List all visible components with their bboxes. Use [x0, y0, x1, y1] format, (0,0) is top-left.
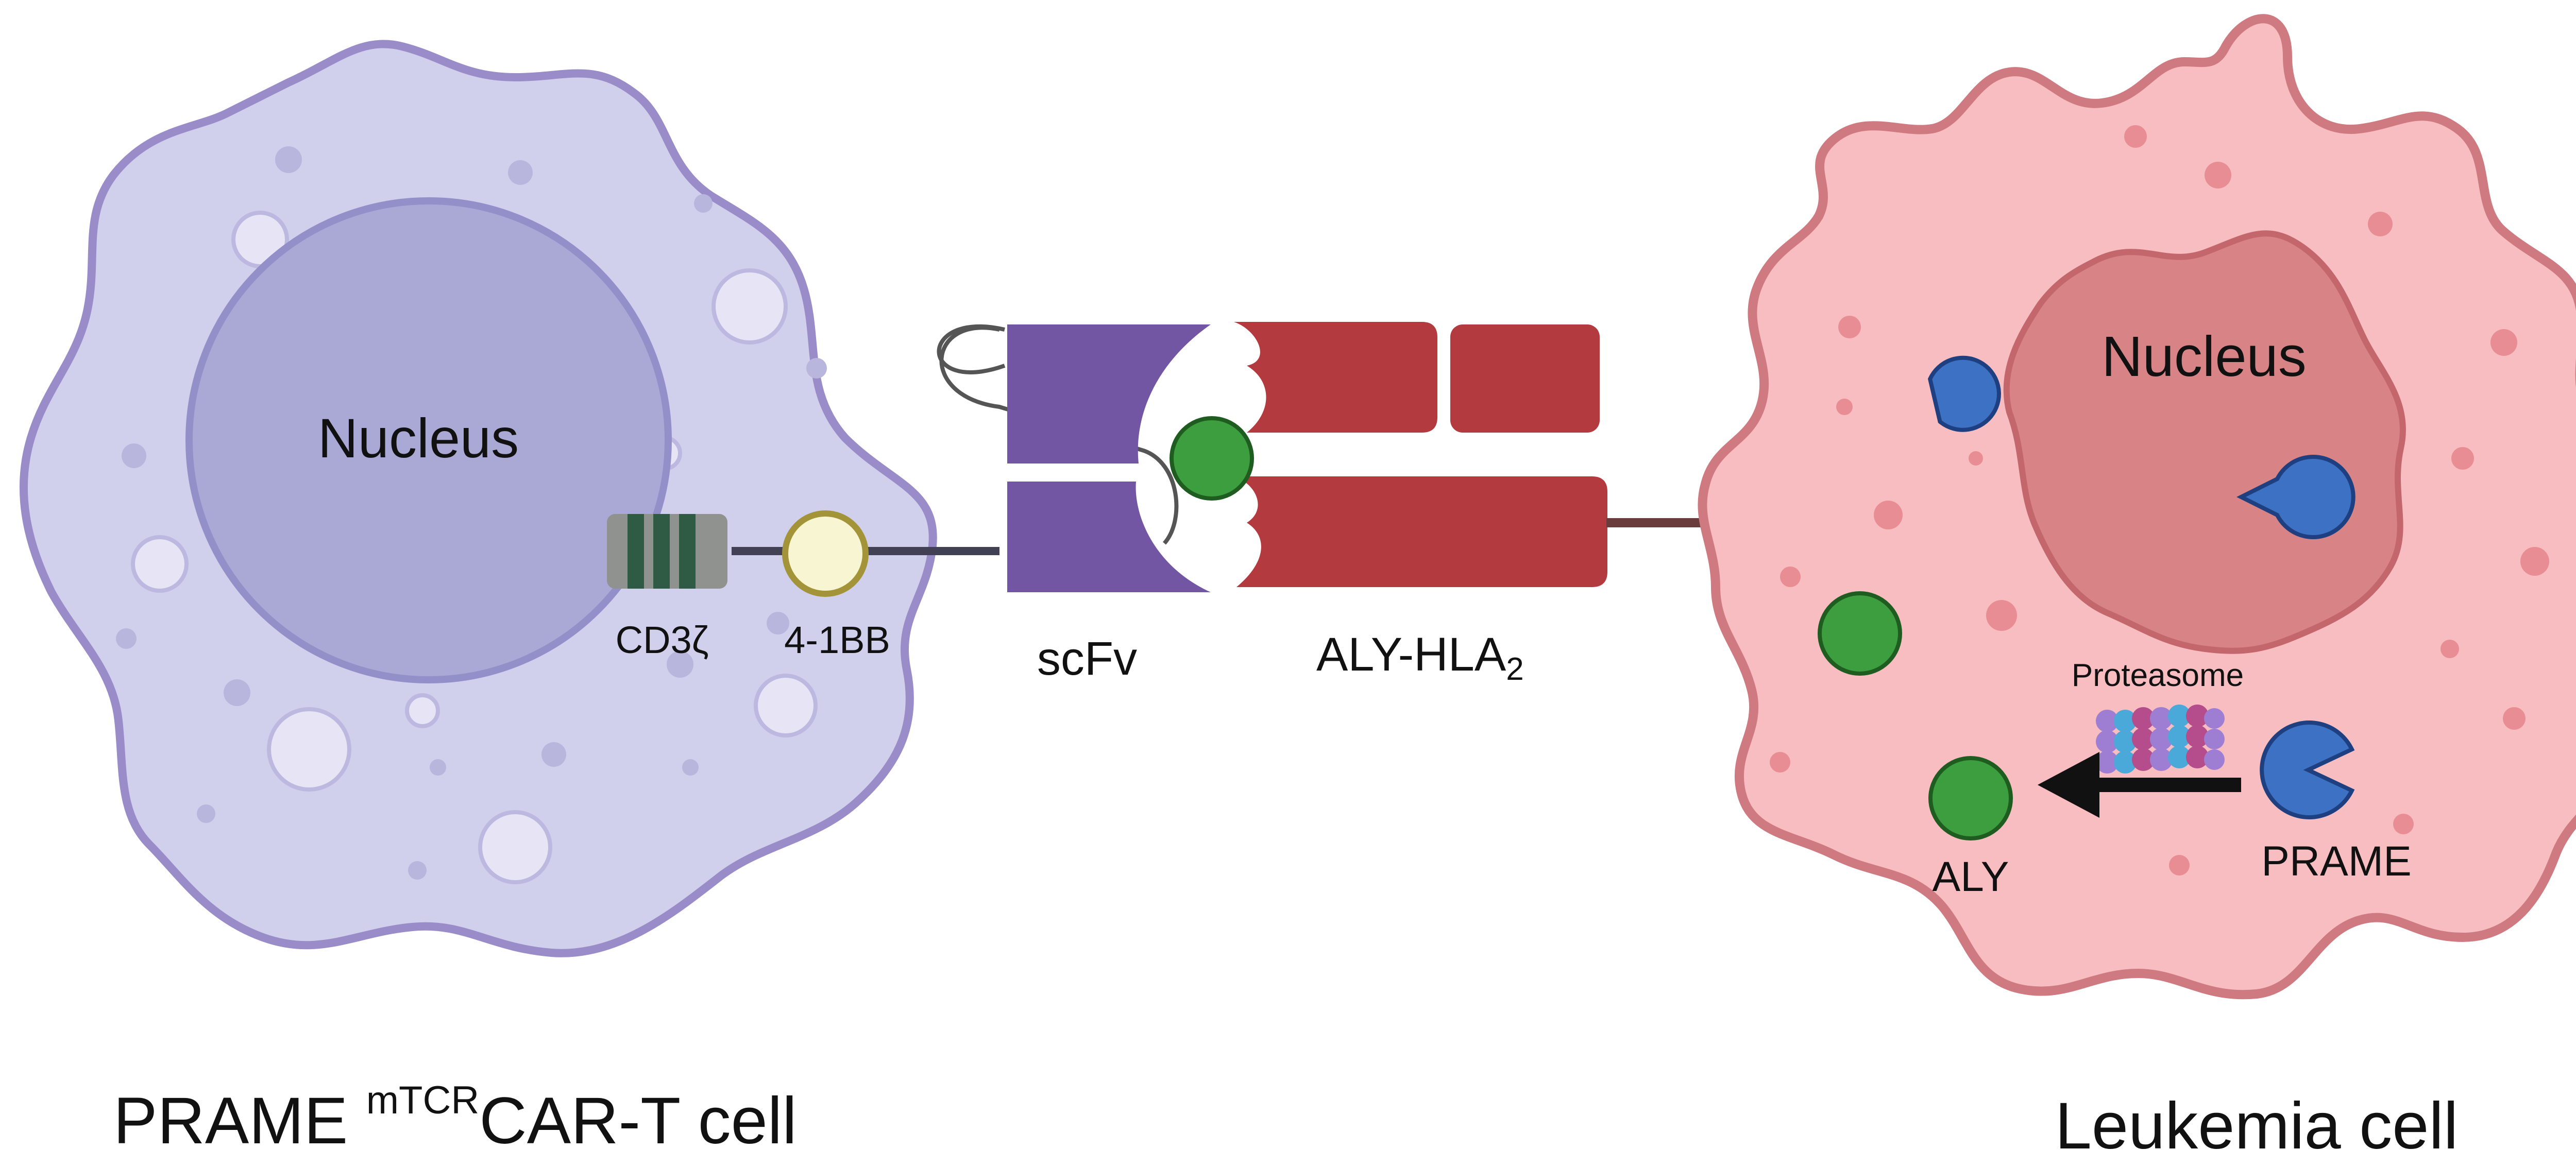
scfv: scFv [937, 324, 1211, 685]
prame-label: PRAME [2261, 838, 2412, 885]
hla-beta2m-domain [1450, 324, 1600, 433]
scfv-linker [937, 324, 1006, 374]
scfv-label: scFv [1037, 632, 1137, 685]
aly-peptide-processed [1928, 756, 2013, 840]
leukemia-nucleus-label: Nucleus [2102, 325, 2306, 388]
cd3z-domain [607, 514, 727, 589]
hla-alpha3-domain [1234, 476, 1607, 587]
leukemia-cell: Nucleus Proteasome ALY PRAME Leukemia ce… [1698, 14, 2576, 1163]
leukemia-granules [1770, 125, 2549, 876]
aly-label: ALY [1933, 853, 2009, 900]
4-1bb-label: 4-1BB [784, 619, 890, 661]
cd3z-label: CD3ζ [616, 619, 709, 661]
leukemia-cell-caption: Leukemia cell [2055, 1089, 2459, 1163]
aly-hla-label: ALY-HLA2 [1316, 628, 1524, 687]
prame-icon-left [1927, 355, 2001, 432]
prame-icon-cytoplasm [2260, 720, 2355, 819]
t-cell-granules [116, 146, 827, 880]
t-cell-nucleus [185, 197, 672, 683]
prame-icon-nucleus [2236, 455, 2355, 539]
car-t-cell: Nucleus CD3ζ 4-1BB PRAME mTCRCAR-T cell [19, 40, 999, 1158]
leukemia-cell-nucleus [2003, 230, 2406, 654]
processing-arrow [2038, 752, 2241, 818]
aly-peptide-cytoplasm [1818, 591, 1902, 676]
scfv-lower-domain [1007, 482, 1211, 592]
car-t-cell-caption: PRAME mTCRCAR-T cell [113, 1078, 797, 1158]
aly-hla-complex: ALY-HLA2 [1170, 322, 1721, 687]
t-cell-nucleus-label: Nucleus [318, 407, 519, 469]
proteasome-icon [2096, 705, 2225, 774]
aly-peptide-presented [1170, 416, 1254, 501]
proteasome-label: Proteasome [2072, 658, 2244, 693]
hla-alpha1-domain [1234, 322, 1437, 433]
4-1bb-domain [782, 510, 869, 597]
scfv-upper-domain [1007, 324, 1211, 464]
